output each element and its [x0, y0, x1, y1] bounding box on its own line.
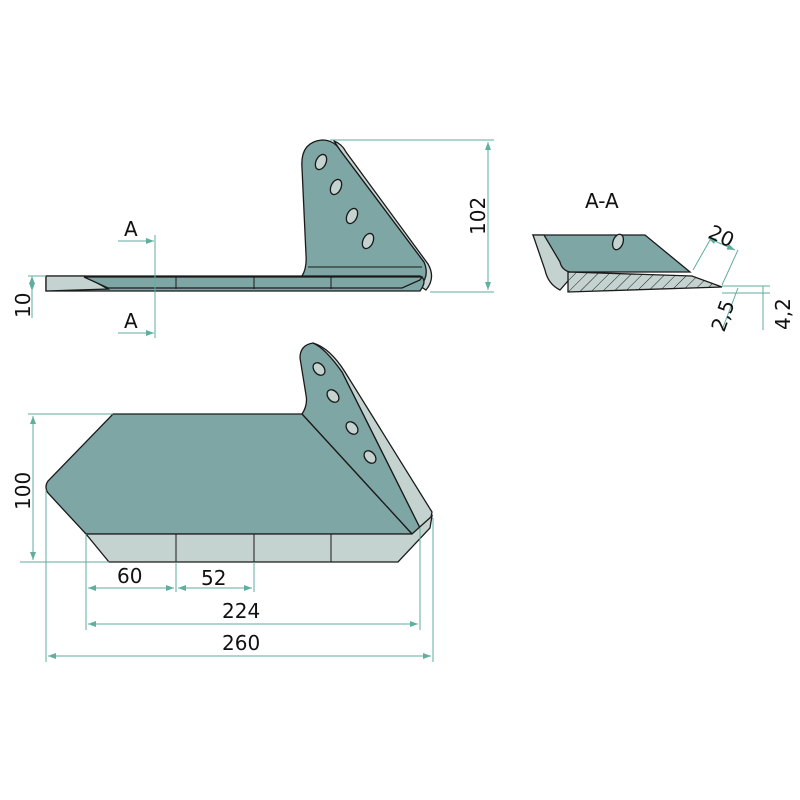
- hole-icon: [361, 232, 375, 250]
- dim-section-width: 20: [705, 220, 738, 253]
- dim-plan-height: 100: [11, 472, 35, 510]
- hole-icon: [314, 153, 328, 171]
- side-flange-edge: [332, 139, 433, 291]
- dim-side-height: 102: [466, 197, 490, 235]
- hole-icon: [312, 362, 326, 376]
- section-title: A-A: [585, 189, 619, 213]
- section-mark-bottom: A: [124, 309, 138, 333]
- hole-icon: [363, 450, 377, 464]
- dim-total-length: 260: [222, 631, 260, 655]
- section-view: A-A 20 4,2 2,5: [531, 189, 795, 335]
- dim-segment-first: 60: [117, 564, 142, 588]
- dim-side-thickness: 10: [11, 293, 35, 318]
- section-hatch: [567, 271, 723, 293]
- hole-icon: [326, 389, 340, 403]
- section-mark-top: A: [124, 217, 138, 241]
- hole-icon: [329, 178, 343, 196]
- dim-segment-second: 52: [201, 566, 226, 590]
- hole-icon: [345, 421, 359, 435]
- side-view: A A 10 102: [11, 139, 494, 338]
- plan-view: 100 60 52 224 260: [11, 342, 434, 662]
- dim-blade-length: 224: [222, 599, 260, 623]
- dim-section-edge: 2,5: [706, 297, 739, 335]
- dim-section-thickness: 4,2: [771, 298, 795, 330]
- hole-icon: [345, 207, 359, 225]
- side-tip: [45, 275, 111, 292]
